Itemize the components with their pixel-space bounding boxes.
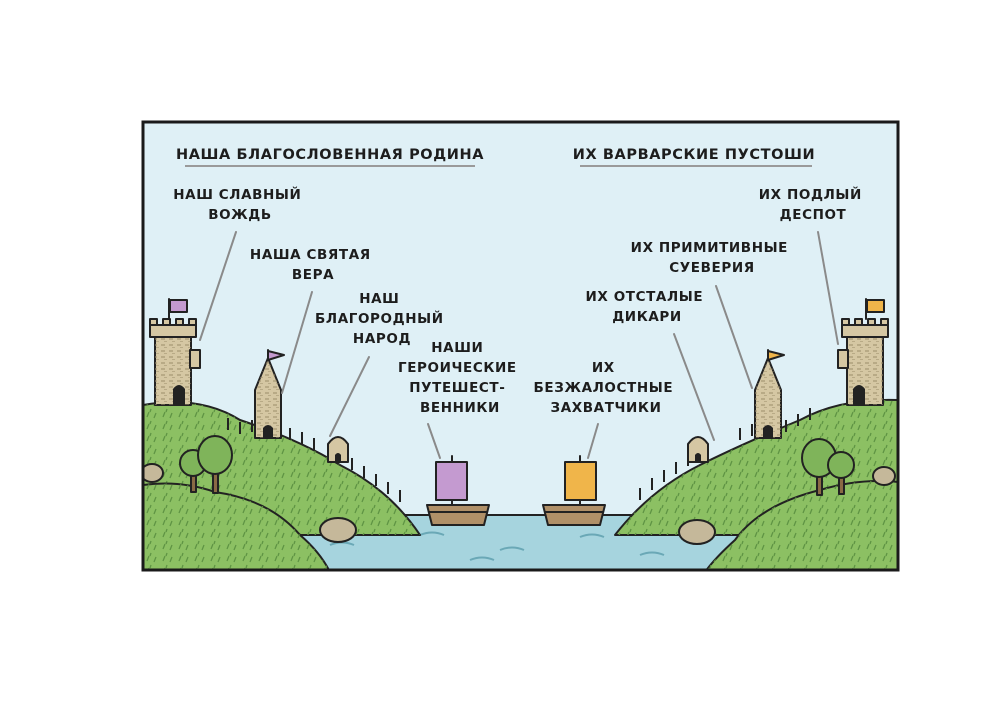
boulder-icon	[872, 466, 896, 486]
pointer-line	[329, 356, 370, 437]
label-their-invaders: ИХ БЕЗЖАЛОСТНЫЕ ЗАХВАТЧИКИ	[534, 360, 679, 416]
flag-icon	[168, 298, 188, 320]
label-line: СУЕВЕРИЯ	[669, 260, 754, 276]
pointer-line	[715, 285, 753, 389]
label-line: НАРОД	[353, 331, 411, 347]
label-line: ЗАХВАТЧИКИ	[551, 400, 662, 416]
label-line: ВОЖДЬ	[208, 207, 272, 223]
label-line: ИХ	[592, 360, 615, 376]
church-spire-icon	[254, 349, 285, 439]
church-spire-icon	[754, 349, 785, 439]
label-line: НАША СВЯТАЯ	[250, 247, 371, 263]
boulder-icon	[678, 519, 716, 545]
boulder-icon	[319, 517, 357, 543]
label-line: НАШ	[359, 291, 399, 307]
label-line: ГЕРОИЧЕСКИЕ	[398, 360, 517, 376]
right-heading: ИХ ВАРВАРСКИЕ ПУСТОШИ	[573, 147, 816, 163]
label-their-despot: ИХ ПОДЛЫЙ ДЕСПОТ	[759, 186, 867, 223]
label-line: ИХ ПРИМИТИВНЫЕ	[631, 240, 788, 256]
pointer-line	[199, 231, 237, 341]
label-line: ПУТЕШЕСТ-	[409, 380, 505, 396]
pointer-line	[427, 423, 441, 459]
label-our-leader: НАШ СЛАВНЫЙ ВОЖДЬ	[173, 186, 306, 223]
label-line: ВЕННИКИ	[420, 400, 500, 416]
label-our-travelers: НАШИ ГЕРОИЧЕСКИЕ ПУТЕШЕСТ- ВЕННИКИ	[398, 340, 522, 416]
tree-icon	[801, 438, 855, 496]
label-line: БЕЗЖАЛОСТНЫЕ	[534, 380, 674, 396]
label-line: ДЕСПОТ	[780, 207, 847, 223]
label-their-savages: ИХ ОТСТАЛЫЕ ДИКАРИ	[586, 289, 709, 325]
castle-tower-icon	[837, 318, 889, 406]
boulder-icon	[143, 463, 164, 483]
label-line: ИХ ОТСТАЛЫЕ	[586, 289, 704, 305]
label-line: БЛАГОРОДНЫЙ	[315, 310, 444, 327]
tree-icon	[179, 435, 233, 494]
flag-icon	[865, 298, 885, 320]
panel-border	[141, 120, 900, 572]
pointer-line	[587, 423, 599, 459]
hut-icon	[687, 436, 709, 463]
left-fence	[227, 418, 401, 502]
hut-icon	[327, 436, 349, 463]
label-their-superstitions: ИХ ПРИМИТИВНЫЕ СУЕВЕРИЯ	[631, 240, 794, 276]
ship-icon	[426, 455, 490, 526]
label-line: НАШ СЛАВНЫЙ	[173, 186, 301, 203]
pointer-line	[281, 291, 313, 394]
left-heading: НАША БЛАГОСЛОВЕННАЯ РОДИНА	[176, 147, 484, 163]
ship-icon	[542, 455, 606, 526]
pointer-line	[817, 231, 839, 345]
label-our-faith: НАША СВЯТАЯ ВЕРА	[250, 247, 376, 283]
label-line: НАШИ	[431, 340, 483, 356]
label-our-people: НАШ БЛАГОРОДНЫЙ НАРОД	[315, 291, 449, 347]
label-line: ДИКАРИ	[612, 309, 682, 325]
pointer-line	[673, 333, 715, 441]
label-line: ИХ ПОДЛЫЙ	[759, 186, 862, 203]
castle-tower-icon	[149, 318, 201, 406]
label-line: ВЕРА	[292, 267, 334, 283]
